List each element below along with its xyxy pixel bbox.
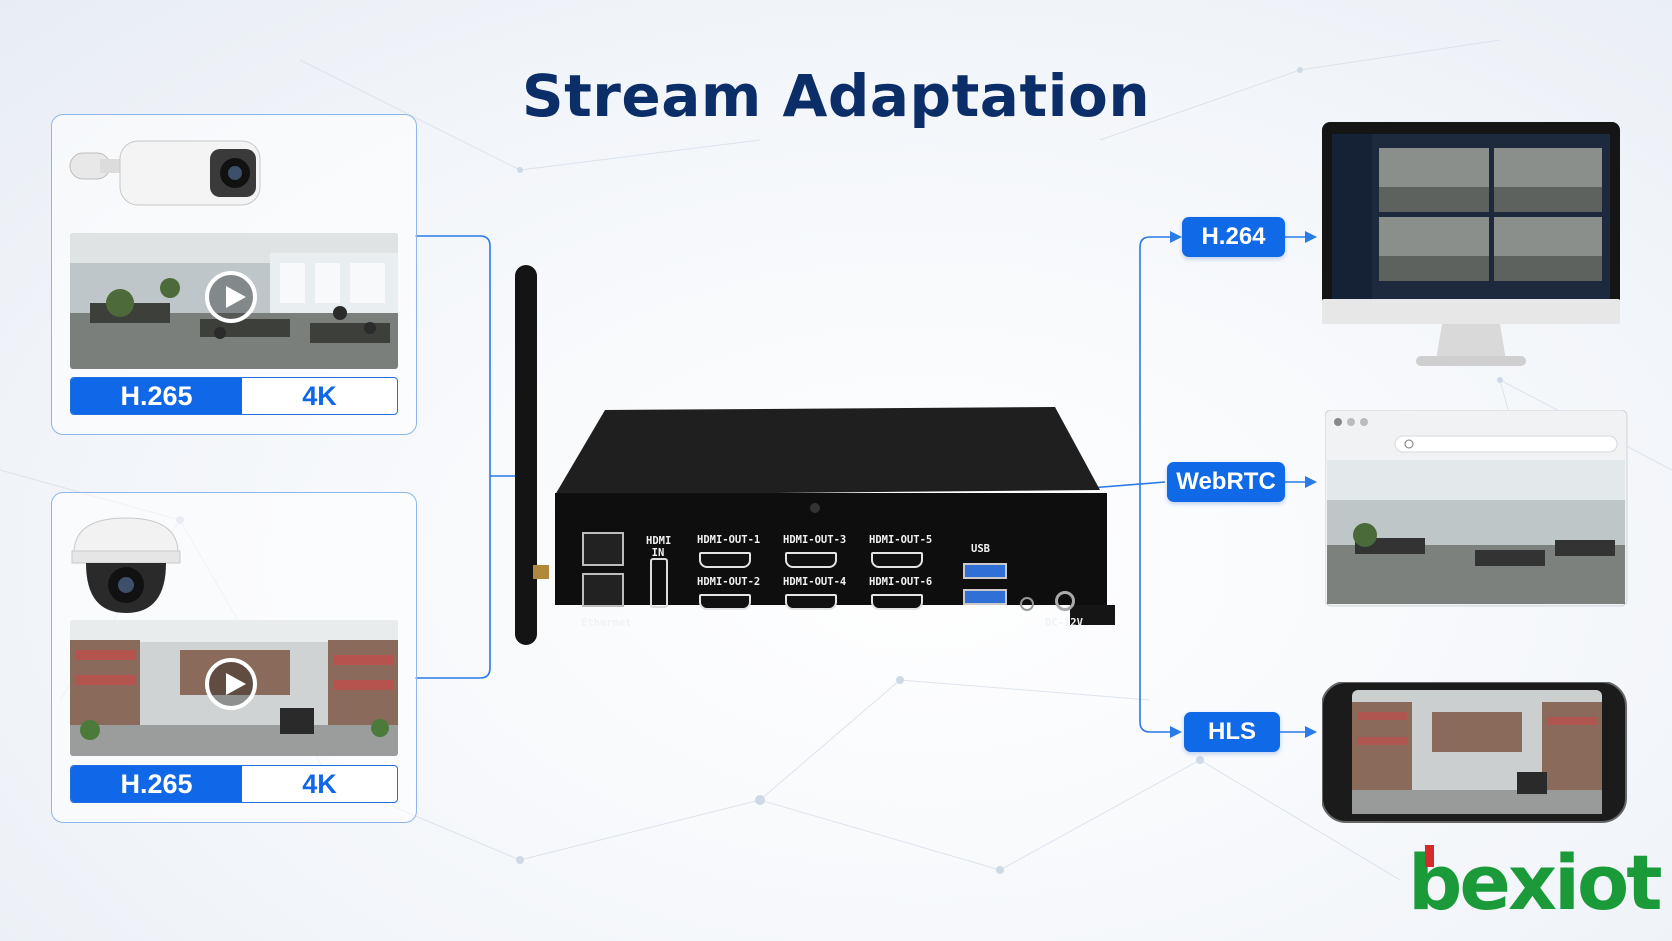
page-title: Stream Adaptation	[521, 62, 1151, 130]
hdmi-out-4-port	[785, 594, 837, 610]
desktop-monitor-icon	[1322, 122, 1620, 366]
codec-label: H.265	[71, 378, 242, 414]
brand-logo-accent	[1425, 845, 1434, 867]
audio-jack	[1020, 597, 1034, 611]
input-card-2: H.265 4K	[51, 492, 417, 823]
hdmi-out-1-port	[699, 552, 751, 568]
input-card-1: H.265 4K	[51, 114, 417, 435]
hdmi-out-2-label: HDMI-OUT-2	[697, 576, 761, 588]
play-icon[interactable]	[205, 658, 257, 710]
usb-port-2	[963, 589, 1007, 605]
hdmi-out-3-label: HDMI-OUT-3	[783, 534, 847, 546]
stream-spec-badge: H.265 4K	[70, 377, 398, 415]
hdmi-out-4-label: HDMI-OUT-4	[783, 576, 847, 588]
smartphone-icon	[1322, 682, 1627, 823]
dome-camera-icon	[71, 517, 181, 613]
dc-label: DC-12V	[1045, 617, 1083, 629]
hdmi-in-port	[650, 558, 668, 608]
ethernet-port-2	[582, 573, 624, 607]
play-icon[interactable]	[205, 271, 257, 323]
hdmi-in-label: HDMI IN	[646, 535, 672, 559]
hdmi-out-6-port	[871, 594, 923, 610]
hdmi-out-1-label: HDMI-OUT-1	[697, 534, 761, 546]
usb-port-1	[963, 563, 1007, 579]
hdmi-out-5-port	[871, 552, 923, 568]
bullet-camera-icon	[69, 140, 261, 206]
codec-label: H.265	[71, 766, 242, 802]
ethernet-port-1	[582, 532, 624, 566]
media-server-device: Ethernet HDMI IN HDMI-OUT-1 HDMI-OUT-2 H…	[515, 265, 1115, 655]
resolution-label: 4K	[302, 380, 337, 411]
protocol-badge-hls: HLS	[1184, 712, 1280, 752]
ethernet-label: Ethernet	[581, 617, 632, 629]
hdmi-out-2-port	[699, 594, 751, 610]
store-video-thumbnail[interactable]	[70, 620, 398, 756]
device-chassis	[515, 265, 1115, 645]
hdmi-out-5-label: HDMI-OUT-5	[869, 534, 933, 546]
protocol-badge-h264: H.264	[1182, 217, 1285, 257]
protocol-badge-webrtc: WebRTC	[1167, 462, 1285, 502]
resolution-label: 4K	[302, 768, 337, 799]
office-video-thumbnail[interactable]	[70, 233, 398, 369]
hdmi-out-6-label: HDMI-OUT-6	[869, 576, 933, 588]
dc-power-jack	[1055, 591, 1075, 611]
browser-window-icon	[1325, 410, 1628, 607]
brand-logo: bexiot	[1408, 838, 1663, 927]
usb-label: USB	[971, 543, 990, 555]
hdmi-out-3-port	[785, 552, 837, 568]
stream-spec-badge: H.265 4K	[70, 765, 398, 803]
